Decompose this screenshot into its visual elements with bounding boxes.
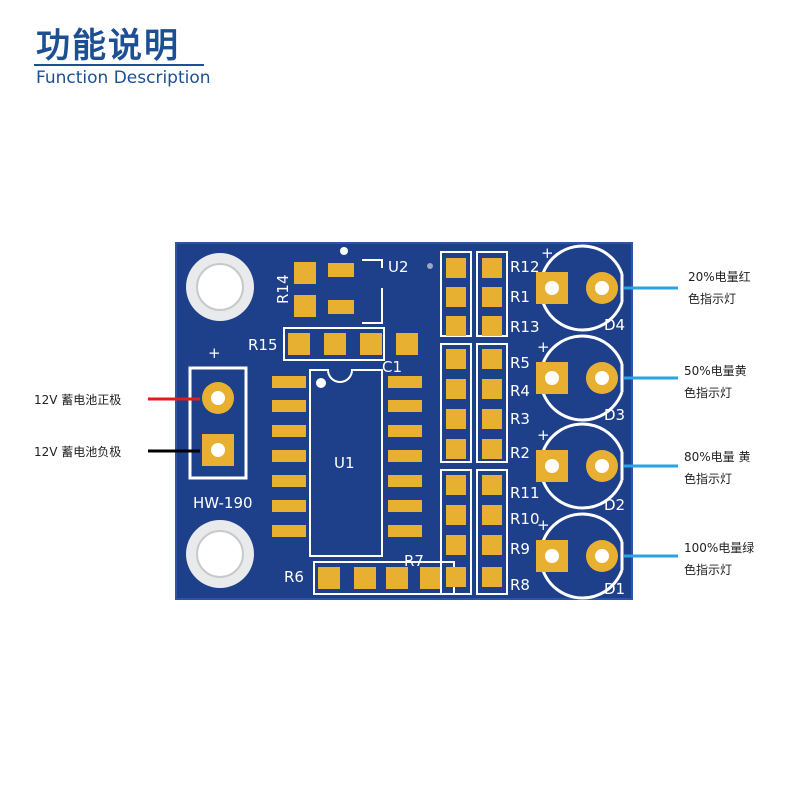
resistor-array-pads-right	[482, 258, 502, 587]
label-r12: R12	[510, 258, 540, 276]
label-u2: U2	[388, 258, 409, 276]
r7-pad-2	[420, 567, 442, 589]
plus-mark: +	[208, 344, 221, 362]
u2-pad-top	[328, 263, 354, 277]
label-d3: D3	[604, 406, 625, 424]
label-r3: R3	[510, 410, 530, 428]
r6-pad-1	[318, 567, 340, 589]
label-led-100-line1: 100%电量绿	[684, 541, 755, 555]
pad-positive-hole	[211, 391, 225, 405]
r6-pad-2	[354, 567, 376, 589]
label-led-100-line2: 色指示灯	[684, 563, 733, 577]
label-led-80-line2: 色指示灯	[684, 472, 733, 486]
label-r11: R11	[510, 484, 540, 502]
label-led-20-line2: 色指示灯	[688, 292, 737, 306]
r15-pad-1	[288, 333, 310, 355]
label-r9: R9	[510, 540, 530, 558]
page-subtitle: Function Description	[36, 68, 211, 88]
label-d4: D4	[604, 316, 625, 334]
led-d2	[536, 422, 624, 510]
label-r14: R14	[274, 274, 292, 304]
label-battery-negative: 12V 蓄电池负极	[34, 445, 122, 459]
r15-outline	[283, 327, 385, 361]
power-connector-outline	[188, 366, 248, 480]
u1-outline	[309, 369, 383, 557]
r14-pad-bottom	[294, 295, 316, 317]
label-led-50-line1: 50%电量黄	[684, 364, 747, 378]
label-led-20-line1: 20%电量红	[688, 270, 751, 284]
u1-pin1-dot	[316, 378, 326, 388]
u1-pins-left	[272, 376, 306, 537]
led-d4	[536, 244, 624, 332]
page-title: 功能说明	[36, 26, 180, 66]
label-r6: R6	[284, 568, 304, 586]
label-led-50: 50%电量黄 色指示灯	[684, 360, 747, 404]
label-led-80: 80%电量 黄 色指示灯	[684, 446, 751, 490]
label-led-20: 20%电量红 色指示灯	[688, 266, 751, 310]
r14-pad-top	[294, 262, 316, 284]
label-c1: C1	[382, 358, 402, 376]
label-r10: R10	[510, 510, 540, 528]
label-r1: R1	[510, 288, 530, 306]
via-dot	[427, 263, 433, 269]
led-d4-plus: +	[541, 244, 554, 262]
title-underline	[34, 64, 204, 66]
led-d3	[536, 334, 624, 422]
label-r13: R13	[510, 318, 540, 336]
u1-pins-right	[388, 376, 422, 537]
led-d1-plus: +	[537, 516, 550, 534]
mounting-hole-bottom-inner	[196, 530, 244, 578]
led-d2-plus: +	[537, 426, 550, 444]
resistor-array-pads-left	[446, 258, 466, 587]
pad-negative-hole	[211, 443, 225, 457]
label-r15: R15	[248, 336, 278, 354]
led-d1	[536, 512, 624, 600]
u2-pad-bottom	[328, 300, 354, 314]
label-r5: R5	[510, 354, 530, 372]
label-led-50-line2: 色指示灯	[684, 386, 733, 400]
label-r2: R2	[510, 444, 530, 462]
u2-outline	[362, 259, 383, 324]
u2-pin1-dot	[340, 247, 348, 255]
label-battery-positive: 12V 蓄电池正极	[34, 393, 122, 407]
label-led-100: 100%电量绿 色指示灯	[684, 537, 754, 581]
label-led-80-line1: 80%电量 黄	[684, 450, 751, 464]
led-d3-plus: +	[537, 338, 550, 356]
label-d1: D1	[604, 580, 625, 598]
label-r8: R8	[510, 576, 530, 594]
r15-pad-2	[324, 333, 346, 355]
c1-pad-1	[360, 333, 382, 355]
c1-pad-2	[396, 333, 418, 355]
model-label: HW-190	[193, 494, 253, 512]
label-d2: D2	[604, 496, 625, 514]
label-r4: R4	[510, 382, 530, 400]
label-u1: U1	[334, 454, 355, 472]
r7-pad-1	[386, 567, 408, 589]
mounting-hole-top-inner	[196, 263, 244, 311]
pcb-board-edge	[175, 242, 633, 600]
